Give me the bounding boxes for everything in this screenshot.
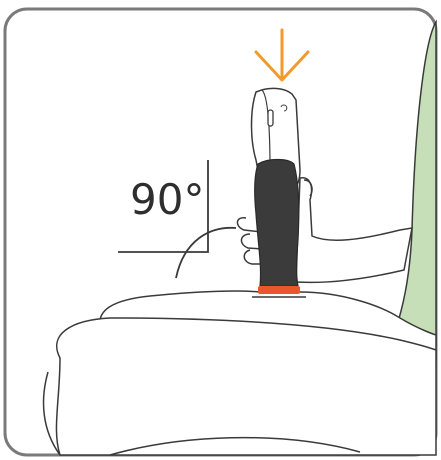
device-grip (255, 160, 299, 287)
lower-thigh (56, 318, 436, 455)
power-button-icon (268, 110, 273, 126)
angle-label: 90° (130, 175, 204, 224)
device-tip (258, 286, 300, 294)
